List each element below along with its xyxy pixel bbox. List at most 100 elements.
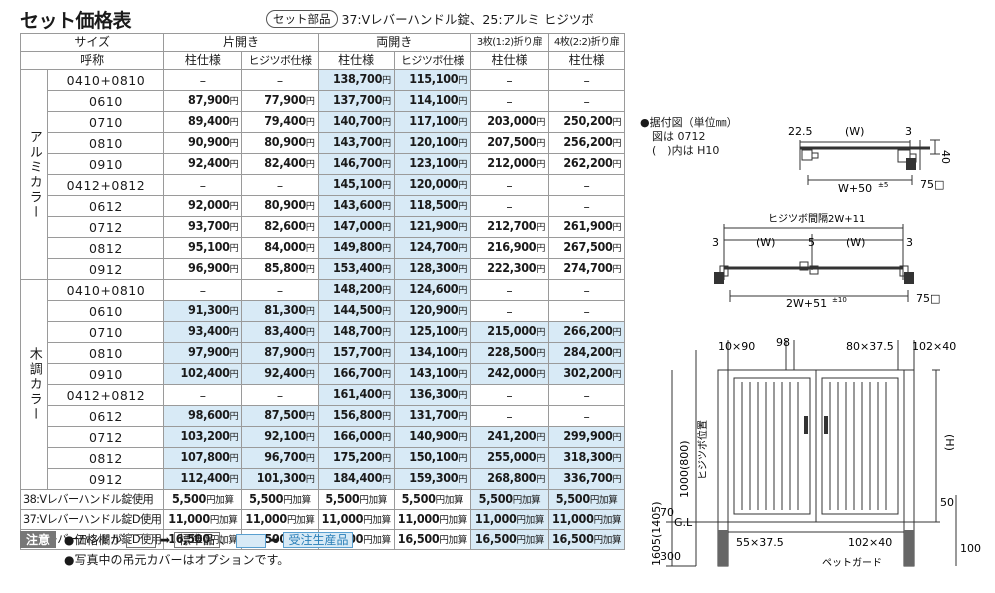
size-cell: 0912	[47, 468, 165, 490]
dim-left-gap: 3	[712, 236, 719, 249]
dim-bottom-frame: 55×37.5	[736, 536, 784, 549]
price-cell: 90,900円	[163, 132, 243, 154]
price-cell: 299,900円	[548, 426, 626, 448]
price-cell: 121,900円	[393, 216, 472, 238]
option-price-cell: 5,500円加算	[163, 489, 243, 510]
price-cell: 256,200円	[548, 132, 626, 154]
price-cell: 212,000円	[470, 153, 550, 175]
price-cell: –	[470, 405, 550, 427]
price-cell: 120,100円	[393, 132, 472, 154]
dim-span: W+50	[838, 182, 872, 195]
option-price-cell: 16,500円加算	[470, 529, 550, 550]
diagram-caption: ●据付図（単位㎜） 図は 0712 ( )内は H10	[640, 116, 738, 158]
option-price-cell: 11,000円加算	[241, 509, 319, 530]
price-cell: 84,000円	[241, 237, 319, 259]
size-cell: 0410+0810	[47, 69, 165, 91]
notes-price-cell: ●価格欄が	[63, 533, 123, 547]
price-cell: 203,000円	[470, 111, 550, 133]
price-cell: 150,100円	[393, 447, 472, 469]
price-cell: 161,400円	[317, 384, 395, 406]
option-price-cell: 11,000円加算	[317, 509, 395, 530]
size-cell: 0910	[47, 153, 165, 175]
price-cell: 96,900円	[163, 258, 243, 280]
price-cell: 89,400円	[163, 111, 243, 133]
price-cell: 107,800円	[163, 447, 243, 469]
header-hijitsubo: ヒジツボ仕様	[241, 51, 319, 70]
price-cell: 215,000円	[470, 321, 550, 343]
price-cell: –	[470, 90, 550, 112]
price-cell: 114,100円	[393, 90, 472, 112]
price-cell: 97,900円	[163, 342, 243, 364]
price-cell: 118,500円	[393, 195, 472, 217]
price-cell: –	[163, 384, 243, 406]
price-cell: –	[548, 195, 626, 217]
price-cell: 147,000円	[317, 216, 395, 238]
option-price-cell: 5,500円加算	[548, 489, 626, 510]
price-cell: 117,100円	[393, 111, 472, 133]
price-cell: 83,400円	[241, 321, 319, 343]
price-cell: 175,200円	[317, 447, 395, 469]
price-cell: 140,900円	[393, 426, 472, 448]
price-cell: 255,000円	[470, 447, 550, 469]
option-label: 37:Vレバーハンドル錠D使用	[19, 509, 165, 530]
price-cell: 91,300円	[163, 300, 243, 322]
price-cell: 266,200円	[548, 321, 626, 343]
dim-w: (W)	[845, 125, 864, 138]
subtitle: セット部品 37:Vレバーハンドル錠、25:アルミ ヒジツボ	[266, 9, 594, 28]
price-cell: 261,900円	[548, 216, 626, 238]
header-ryobiraki: 両開き	[317, 33, 472, 52]
price-cell: 138,700円	[317, 69, 395, 91]
page-title: セット価格表	[20, 10, 132, 32]
standard-swatch	[126, 533, 157, 548]
option-price-cell: 11,000円加算	[548, 509, 626, 530]
price-cell: –	[163, 279, 243, 301]
price-cell: –	[470, 69, 550, 91]
price-cell: 101,300円	[241, 468, 319, 490]
size-cell: 0410+0810	[47, 279, 165, 301]
price-cell: 131,700円	[393, 405, 472, 427]
option-price-cell: 5,500円加算	[317, 489, 395, 510]
price-cell: 77,900円	[241, 90, 319, 112]
price-cell: –	[241, 174, 319, 196]
price-cell: 216,900円	[470, 237, 550, 259]
size-cell: 0412+0812	[47, 384, 165, 406]
hinge-position: ヒジツボ位置	[696, 420, 709, 480]
order-swatch	[235, 533, 266, 548]
price-cell: 120,000円	[393, 174, 472, 196]
header-hashira: 柱仕様	[470, 51, 550, 70]
price-cell: 250,200円	[548, 111, 626, 133]
price-cell: –	[241, 279, 319, 301]
price-cell: –	[163, 69, 243, 91]
post-size: 75□	[920, 178, 944, 191]
dim-total-height: 1605(1405)	[650, 501, 663, 566]
option-price-cell: 16,500円加算	[548, 529, 626, 550]
dim-w-right: (W)	[846, 236, 865, 249]
price-cell: 166,000円	[317, 426, 395, 448]
price-cell: –	[470, 300, 550, 322]
size-cell: 0710	[47, 321, 165, 343]
size-cell: 0612	[47, 405, 165, 427]
price-cell: 87,900円	[241, 342, 319, 364]
header-hashira: 柱仕様	[163, 51, 243, 70]
dim-gate-height: 1000(800)	[678, 440, 691, 498]
option-price-cell: 11,000円加算	[163, 509, 243, 530]
notes: 注意 ●価格欄が ➡ 標準品、 ➡ 受注生産品 ●写真中の吊元カバーはオプション…	[20, 531, 354, 567]
price-cell: 136,300円	[393, 384, 472, 406]
price-cell: 124,600円	[393, 279, 472, 301]
price-cell: –	[470, 384, 550, 406]
size-cell: 0412+0812	[47, 174, 165, 196]
hinge-spacing-title: ヒジツボ間隔2W+11	[768, 213, 865, 225]
price-cell: 146,700円	[317, 153, 395, 175]
price-cell: 128,300円	[393, 258, 472, 280]
size-cell: 0712	[47, 426, 165, 448]
price-cell: 143,100円	[393, 363, 472, 385]
price-cell: 80,900円	[241, 132, 319, 154]
price-cell: 82,600円	[241, 216, 319, 238]
price-cell: –	[548, 405, 626, 427]
